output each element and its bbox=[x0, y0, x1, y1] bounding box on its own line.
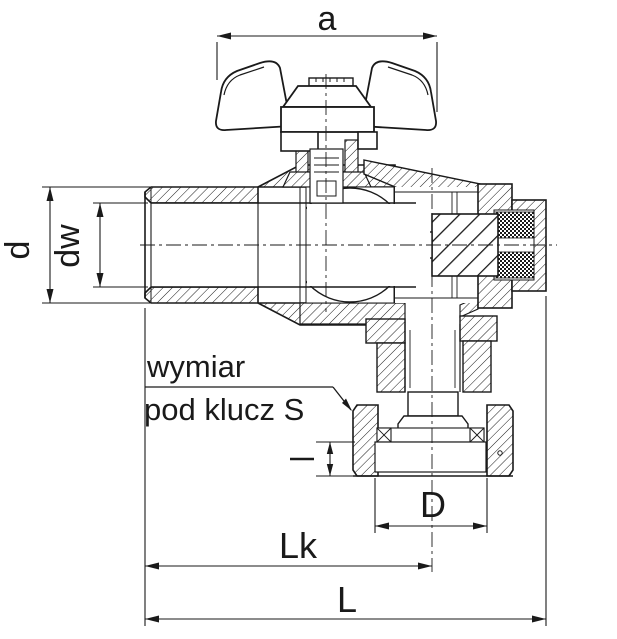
tailpiece bbox=[397, 391, 469, 431]
dimension-Lk bbox=[145, 562, 432, 570]
nut-right-wall bbox=[486, 404, 514, 477]
handle-left-wing bbox=[215, 60, 293, 131]
handle-right-wing bbox=[359, 60, 437, 131]
dimension-label-d: d bbox=[0, 241, 37, 260]
seal-ring bbox=[376, 427, 485, 443]
valve-stem bbox=[309, 148, 344, 204]
note-line2: pod klucz S bbox=[144, 392, 304, 427]
outlet-left-wall bbox=[376, 342, 406, 393]
ball bbox=[306, 187, 394, 303]
dimension-D bbox=[374, 478, 488, 533]
nut-detail-dot bbox=[497, 450, 503, 456]
handle-cap bbox=[281, 85, 373, 108]
valve-body bbox=[144, 139, 547, 326]
handle-left-wing-inner-line bbox=[223, 66, 265, 96]
handle-right-tab bbox=[357, 131, 378, 150]
note-leader bbox=[145, 386, 352, 411]
dimension-L bbox=[144, 296, 547, 626]
outlet-right-wall bbox=[462, 340, 492, 393]
labels: a d dw wymiar pod klucz S D Lk L bbox=[0, 0, 446, 620]
bore-lines bbox=[151, 202, 416, 288]
dimension-label-a: a bbox=[318, 0, 337, 38]
handle-screw-knurl bbox=[315, 78, 345, 82]
dimension-nut-height bbox=[290, 441, 355, 477]
nut-left-wall bbox=[352, 404, 379, 477]
dimension-d bbox=[42, 186, 150, 304]
centerlines bbox=[140, 74, 557, 572]
handle-base-block bbox=[280, 106, 375, 133]
outlet-right-flange bbox=[459, 315, 498, 342]
dimension-a bbox=[216, 32, 438, 112]
note-line1: wymiar bbox=[146, 349, 245, 384]
dimension-dw bbox=[93, 202, 148, 288]
dimension-label-L: L bbox=[337, 579, 357, 620]
dimension-label-D: D bbox=[420, 484, 446, 525]
dimensions bbox=[42, 32, 547, 626]
butterfly-handle bbox=[215, 60, 437, 152]
outlet-left-flange bbox=[365, 318, 406, 344]
handle-left-step bbox=[280, 131, 319, 152]
nut-sleeve bbox=[374, 441, 487, 473]
dimension-label-dw: dw bbox=[49, 224, 87, 268]
outlet-connection bbox=[352, 315, 514, 477]
union-nut bbox=[352, 404, 514, 477]
handle-right-wing-inner-line bbox=[387, 66, 429, 96]
dimension-label-Lk: Lk bbox=[279, 525, 318, 566]
